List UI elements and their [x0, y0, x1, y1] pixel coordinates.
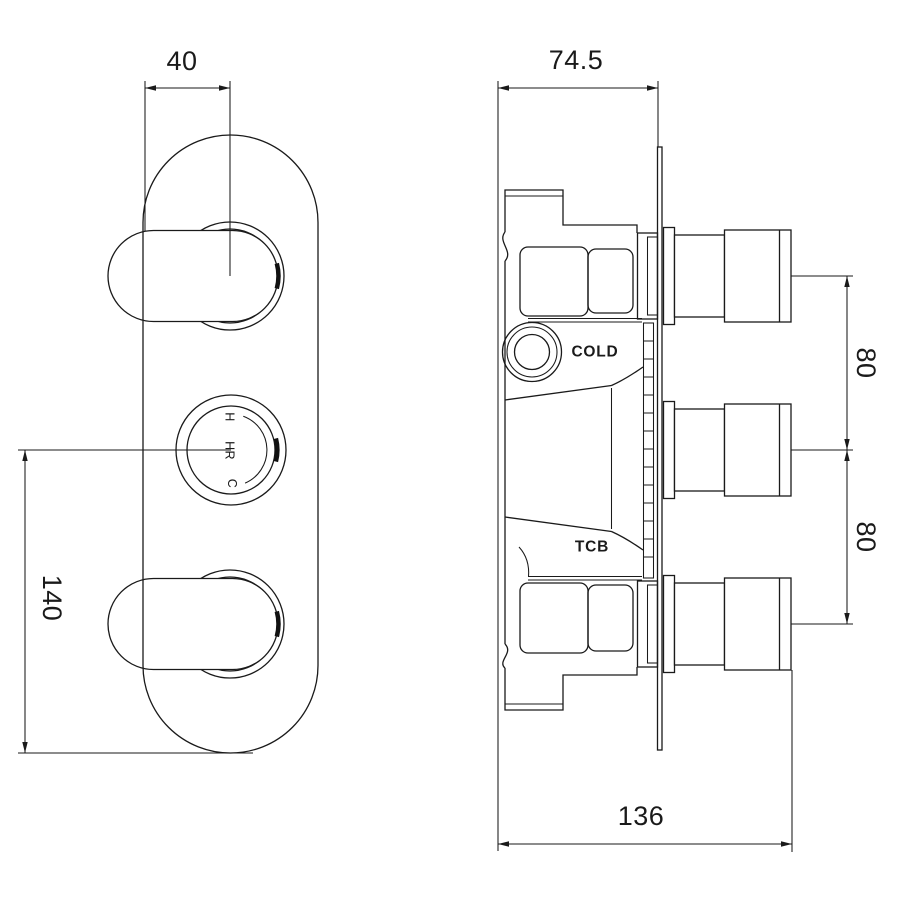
- top-handle-cap: [723, 229, 792, 323]
- dim-80-arrow-mid-up: [844, 439, 850, 450]
- wall-plate-side: [656, 146, 663, 751]
- top-stem-adapter: [646, 236, 659, 316]
- dim-80-arrow-mid-down: [844, 450, 850, 461]
- bottom-handle-front: [107, 577, 279, 671]
- dim-80-extension-lines: [791, 275, 853, 625]
- stem-rail-body: [642, 322, 655, 579]
- lower-cartridge-block: [519, 582, 589, 654]
- bottom-handle-cap: [723, 577, 792, 671]
- tcb-port-label: TCB: [575, 539, 609, 556]
- dimension-annotations: 40 74.5 140 80 80: [18, 45, 881, 852]
- body-bottom-profile: [504, 667, 638, 711]
- stem-rail: [642, 322, 655, 579]
- dial-temperature-arc: [243, 415, 268, 484]
- dim-140: 140: [18, 449, 253, 754]
- dim-74-5-arrow-right: [647, 85, 658, 91]
- dim-74-5-extension-lines: [497, 81, 659, 851]
- top-escutcheon: [662, 226, 676, 326]
- cone-bottom-edge: [504, 516, 612, 533]
- dim-74-5-label: 74.5: [549, 45, 604, 75]
- cold-port-label: COLD: [571, 344, 618, 361]
- dim-140-label: 140: [37, 575, 67, 622]
- dim-140-arrow-top: [22, 450, 28, 461]
- dim-40: 40: [144, 46, 231, 276]
- upper-separator-line: [528, 317, 642, 323]
- stem-rail-segments: [643, 340, 654, 558]
- body-left-clip-bottom: [502, 643, 509, 669]
- bottom-escutcheon: [662, 574, 676, 674]
- top-handle-front: [107, 229, 279, 323]
- upper-cartridge-block: [519, 246, 589, 317]
- valve-body-side: COLD TCB: [501, 189, 659, 711]
- top-handle-side: [662, 226, 792, 326]
- cone-top-flare: [611, 366, 644, 387]
- dim-40-label: 40: [166, 46, 197, 76]
- dim-136-arrow-left: [498, 841, 509, 847]
- dim-74-5: 74.5: [497, 45, 659, 851]
- bottom-handle-side: [662, 574, 792, 674]
- dial-hot-label: H: [223, 412, 237, 421]
- dial-cold-label: C: [225, 479, 239, 488]
- dim-74-5-arrow-left: [498, 85, 509, 91]
- dim-80-arrow-top: [844, 276, 850, 287]
- dim-136-label: 136: [618, 801, 665, 831]
- cold-port-mid-circle: [506, 326, 558, 378]
- dim-40-arrow-left: [145, 85, 156, 91]
- dim-80-arrow-bottom: [844, 613, 850, 624]
- dim-40-extension-lines: [144, 81, 231, 276]
- cold-port-outer-circle: [501, 321, 563, 383]
- front-view: H HR C: [107, 134, 319, 754]
- bottom-handle-cylinder: [673, 582, 726, 666]
- lower-web-curve: [518, 546, 530, 578]
- dim-140-extension-lines: [18, 449, 253, 754]
- diverter-cone: [504, 366, 644, 551]
- cold-port-inner-circle: [513, 333, 551, 371]
- upper-cartridge-block-2: [587, 248, 634, 314]
- top-handle-grip-mark: [274, 262, 281, 290]
- lower-separator-line: [528, 575, 642, 581]
- dial-indicator-mark: [273, 437, 280, 463]
- middle-handle-cylinder: [673, 408, 726, 492]
- dim-80-pair: 80 80: [791, 275, 881, 625]
- middle-escutcheon: [662, 400, 676, 500]
- middle-handle-side: [662, 400, 792, 500]
- top-handle-cylinder: [673, 234, 726, 318]
- dim-136: 136: [498, 670, 793, 852]
- body-left-clip-top: [502, 231, 509, 262]
- body-top-profile: [504, 189, 638, 233]
- side-view: COLD TCB: [501, 146, 792, 751]
- dim-80-lower-label: 80: [851, 521, 881, 552]
- bottom-stem-adapter: [646, 584, 659, 664]
- bottom-handle-grip-mark: [274, 610, 281, 638]
- dim-140-arrow-bottom: [22, 742, 28, 753]
- dim-80-upper-label: 80: [851, 347, 881, 378]
- dim-136-arrow-right: [781, 841, 792, 847]
- cone-top-edge: [504, 384, 612, 401]
- cone-bottom-flare: [611, 530, 644, 551]
- middle-handle-cap: [723, 403, 792, 497]
- dial-front: H HR C: [175, 394, 287, 506]
- lower-cartridge-block-2: [587, 584, 634, 652]
- dim-40-arrow-right: [219, 85, 230, 91]
